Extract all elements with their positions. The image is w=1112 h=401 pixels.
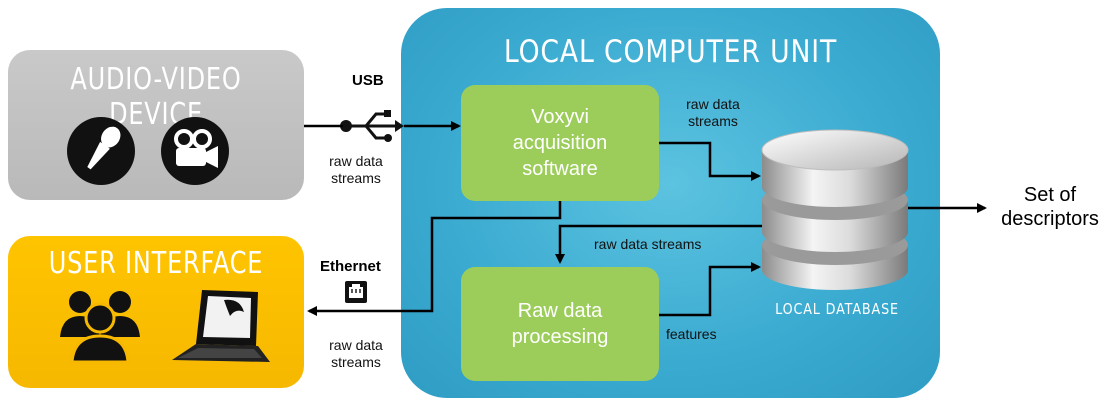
- database-icon: [761, 129, 909, 290]
- raw-down-label: raw data streams: [594, 236, 702, 252]
- laptop-icon: [172, 290, 270, 362]
- user-interface-title: USER INTERFACE: [48, 246, 264, 281]
- local-database-label: LOCAL DATABASE: [775, 300, 899, 318]
- processing-line-1: Raw data: [517, 300, 603, 322]
- acquisition-software-box: Voxyvi acquisition software: [461, 85, 659, 201]
- ethernet-label: Ethernet: [320, 258, 381, 275]
- audio-video-device-title: AUDIO-VIDEO DEVICE: [70, 62, 242, 132]
- raw-data-processing-box: Raw data processing: [461, 267, 659, 381]
- acquisition-line-1: Voxyvi: [531, 106, 589, 128]
- processing-line-2: processing: [511, 326, 609, 348]
- acquisition-to-database-arrow: [659, 141, 761, 181]
- database-to-processing-arrow: [555, 224, 762, 264]
- ethernet-icon: [345, 281, 367, 303]
- usb-label: USB: [352, 72, 384, 89]
- users-icon: [60, 291, 140, 364]
- acquisition-line-3: software: [522, 158, 598, 180]
- microphone-icon: [67, 117, 135, 185]
- local-computer-unit-title: LOCAL COMPUTER UNIT: [503, 34, 838, 70]
- video-camera-icon: [161, 117, 229, 185]
- audio-video-device-panel: [8, 50, 304, 200]
- features-label: features: [666, 326, 717, 342]
- usb-icon: [340, 110, 404, 142]
- acquisition-line-2: acquisition: [512, 132, 608, 154]
- acquisition-to-user-interface-arrow: [307, 201, 562, 316]
- processing-to-database-arrow: [659, 262, 761, 317]
